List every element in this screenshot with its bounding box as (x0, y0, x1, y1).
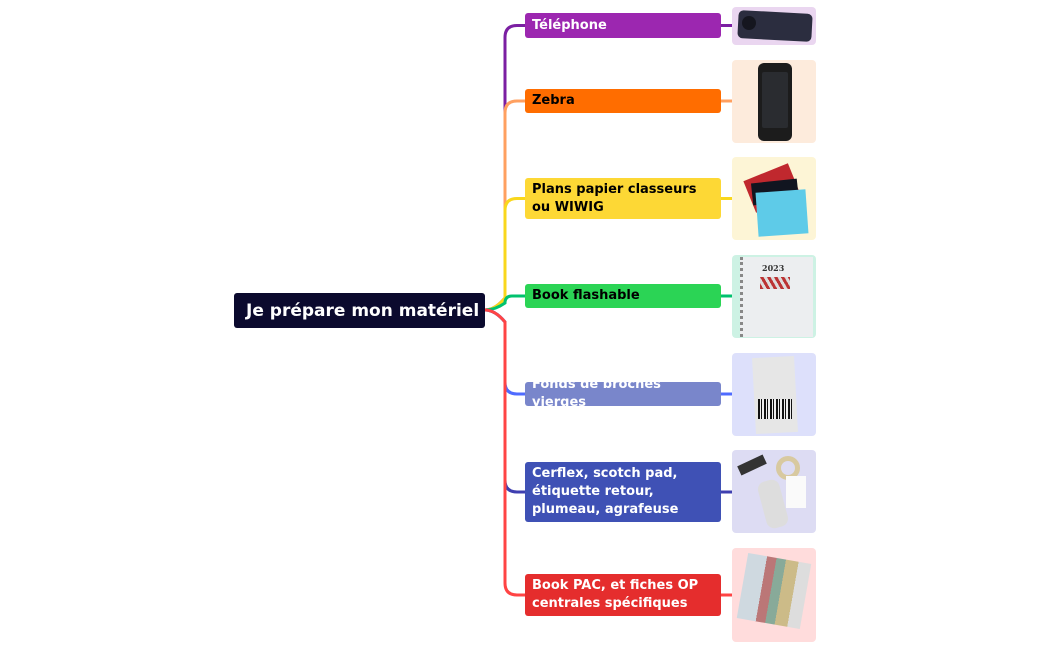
root-node[interactable]: Je prépare mon matériel (234, 293, 485, 328)
branch-cerflex[interactable]: Cerflex, scotch pad, étiquette retour, p… (525, 462, 721, 522)
branch-connector (484, 308, 525, 597)
branch-book-flashable[interactable]: Book flashable (525, 284, 721, 308)
branch-label: Book PAC, et fiches OP centrales spécifi… (532, 578, 699, 611)
root-label: Je prépare mon matériel (246, 300, 480, 321)
booklet-image: 2023 (732, 255, 816, 338)
branch-fonds-broches[interactable]: Fonds de broches vierges (525, 377, 721, 410)
branch-label: Book flashable (532, 288, 640, 303)
folders-image (732, 157, 816, 240)
barcode-card-image (732, 353, 816, 436)
branch-connector (484, 294, 525, 312)
branch-book-pac[interactable]: Book PAC, et fiches OP centrales spécifi… (525, 574, 721, 616)
branch-plans-papier[interactable]: Plans papier classeurs ou WIWIG (525, 178, 721, 219)
branch-label: Plans papier classeurs ou WIWIG (532, 181, 697, 215)
catalog-image (732, 548, 816, 642)
booklet-year: 2023 (762, 263, 785, 273)
branch-label: Zebra (532, 93, 575, 108)
branch-label: Téléphone (532, 17, 607, 33)
branch-telephone[interactable]: Téléphone (525, 13, 721, 38)
branch-label: Fonds de broches vierges (532, 377, 661, 410)
branch-label: Cerflex, scotch pad, étiquette retour, p… (532, 466, 679, 517)
smartphone-image (732, 7, 816, 45)
zebra-terminal-image (732, 60, 816, 143)
supplies-image (732, 450, 816, 533)
branch-connector (484, 197, 525, 312)
branch-zebra[interactable]: Zebra (525, 89, 721, 113)
